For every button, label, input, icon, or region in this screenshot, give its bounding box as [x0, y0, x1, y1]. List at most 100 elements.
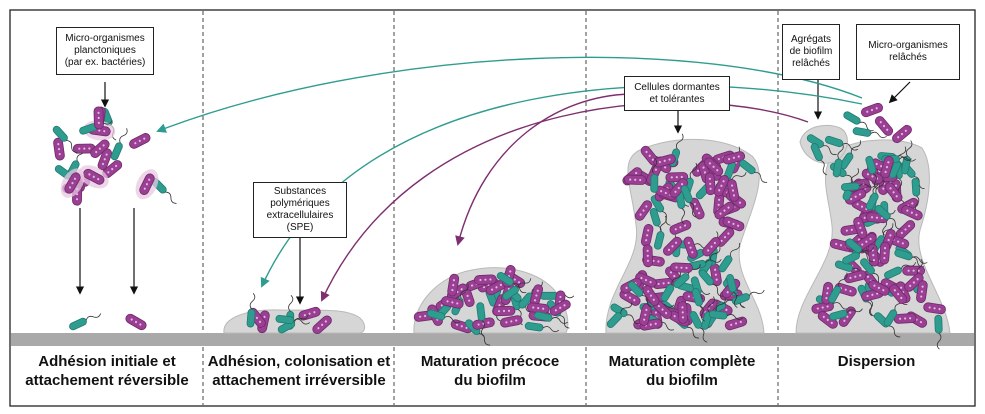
purple-bacterium [669, 220, 692, 235]
purple-bacterium [923, 302, 946, 315]
purple-bacterium [663, 236, 682, 256]
purple-bacterium [623, 174, 647, 185]
purple-bacterium [902, 265, 925, 276]
purple-bacterium [619, 289, 641, 306]
purple-bacterium [78, 165, 109, 189]
stage-label-colonization: Adhésion, colonisation et attachement ir… [207, 353, 391, 389]
teal-bacterium [934, 314, 943, 350]
stage-label-initial-adhesion: Adhésion initiale et attachement réversi… [25, 353, 189, 389]
purple-bacterium [634, 200, 653, 221]
teal-bacterium [865, 179, 885, 211]
purple-bacterium [129, 133, 151, 149]
purple-bacterium [703, 157, 724, 177]
purple-bacterium [312, 315, 332, 335]
teal-bacterium [534, 311, 568, 324]
purple-bacterium [125, 313, 147, 331]
stage-dividers [202, 11, 779, 405]
callout-dormant: Cellules dormantes et tolérantes [624, 76, 730, 111]
black-arrows [75, 80, 911, 305]
teal-bacterium [911, 177, 921, 213]
purple-bacterium [90, 139, 110, 158]
purple-bacterium [500, 315, 523, 328]
callout-eps: Substances polymériques extracellulaires… [253, 182, 347, 238]
bacteria-layer [52, 102, 946, 350]
teal-bacterium [739, 159, 768, 183]
teal-bacterium [708, 310, 744, 320]
purple-bacterium [901, 205, 923, 221]
purple-bacterium [904, 273, 924, 292]
purple-bacterium [670, 262, 693, 273]
callout-planktonic: Micro-organismes planctoniques (par ex. … [56, 27, 154, 75]
purple-bacterium [889, 284, 908, 304]
teal-bacterium [246, 292, 256, 328]
purple-bacterium [653, 154, 676, 168]
purple-bacterium [844, 188, 867, 205]
teal-bacterium [476, 302, 486, 337]
teal-bacterium [824, 135, 859, 151]
purple-bacterium [642, 285, 660, 306]
purple-bacterium [916, 280, 928, 303]
purple-bacterium [683, 236, 698, 259]
purple-bacterium [853, 216, 868, 239]
teal-bacterium [69, 313, 102, 331]
teal-bacterium [845, 238, 874, 262]
teal-bacterium [680, 185, 697, 218]
purple-bacterium [298, 306, 321, 321]
teal-bacterium [426, 309, 461, 324]
purple-bacterium [53, 137, 65, 161]
purple-bacterium [93, 106, 104, 130]
teal-bacterium [627, 281, 653, 308]
purple-bacterium [72, 143, 96, 154]
purple-bacterium [60, 168, 85, 198]
teal-bacterium [731, 289, 765, 305]
purple-bacterium [485, 279, 508, 296]
purple-arrow-to-stage-2 [320, 102, 809, 302]
purple-bacterium [868, 280, 890, 296]
purple-bacterium [441, 296, 464, 309]
purple-bacterium [689, 197, 705, 220]
teal-bacterium [502, 278, 532, 301]
teal-bacterium [865, 155, 878, 190]
teal-bacterium [691, 288, 705, 322]
purple-bacterium [811, 301, 834, 314]
matrix-stage-2 [223, 309, 366, 334]
teal-bacterium [689, 311, 708, 343]
purple-bacterium [702, 236, 721, 257]
purple-bacterium [135, 169, 159, 200]
stage-label-early-maturation: Maturation précoce du biofilm [420, 353, 560, 389]
teal-bacterium [828, 272, 848, 304]
stage-label-full-maturation: Maturation complète du biofilm [608, 353, 756, 389]
teal-bacterium [874, 204, 902, 230]
purple-bacterium [714, 201, 735, 220]
purple-bacterium [492, 305, 516, 317]
arrow-released [888, 81, 911, 104]
teal-bacterium [653, 215, 667, 250]
purple-bacterium [474, 274, 497, 285]
teal-bacterium [884, 262, 917, 280]
purple-bacterium [677, 301, 688, 324]
teal-bacterium [524, 322, 560, 333]
teal-bacterium [496, 272, 527, 294]
teal-bacterium [718, 242, 741, 273]
teal-bacterium [275, 314, 310, 325]
purple-bacterium [884, 182, 903, 203]
purple-bacterium [640, 224, 654, 247]
callout-aggregates: Agrégats de biofilm relâchés [782, 24, 840, 80]
purple-bacterium [860, 102, 884, 118]
teal-bacterium [894, 249, 928, 264]
purple-bacterium [893, 313, 917, 324]
purple-bacterium [867, 243, 879, 267]
teal-bacterium [883, 296, 905, 327]
purple-bacterium [726, 179, 740, 202]
teal-bacterium [841, 182, 876, 191]
purple-bacterium [642, 244, 653, 268]
purple-bacterium [549, 299, 571, 316]
teal-bacterium [829, 308, 863, 321]
outer-frame [9, 9, 976, 407]
teal-bacterium [650, 195, 671, 226]
purple-bacterium [447, 273, 460, 297]
purple-bacterium [704, 172, 716, 196]
purple-bacterium [722, 216, 745, 232]
